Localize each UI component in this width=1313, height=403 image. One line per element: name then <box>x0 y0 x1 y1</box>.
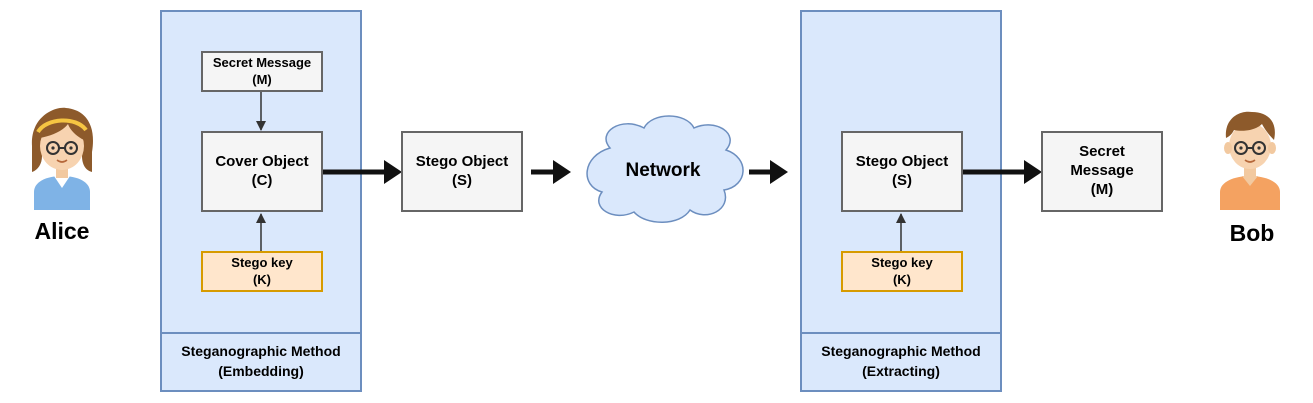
extracting-panel-divider <box>802 332 1000 334</box>
secret-message-output-line2: Message <box>1070 162 1134 180</box>
embedding-method-label: Steganographic Method (Embedding) <box>162 334 360 390</box>
secret-message-box: Secret Message (M) <box>201 51 323 92</box>
cover-object-symbol: (C) <box>251 171 273 189</box>
stego-key-extract-symbol: (K) <box>892 271 912 287</box>
secret-message-output-line1: Secret <box>1079 143 1125 161</box>
extract-to-secret-arrow <box>962 160 1042 184</box>
cover-to-stego-arrow <box>322 160 402 184</box>
girl-with-glasses-avatar-icon <box>31 107 93 210</box>
extracting-method-subtitle: (Extracting) <box>862 363 940 379</box>
stego-object-transmitted-box: Stego Object (S) <box>401 131 523 212</box>
cover-object-box: Cover Object (C) <box>201 131 323 212</box>
stego-key-embed-box: Stego key (K) <box>201 251 323 292</box>
extracting-method-title: Steganographic Method <box>821 343 981 360</box>
stego-object-transmitted-title: Stego Object <box>415 152 509 170</box>
boy-with-glasses-avatar-icon <box>1220 111 1280 210</box>
network-to-extract-arrow <box>749 160 788 184</box>
embedding-method-subtitle: (Embedding) <box>218 363 304 379</box>
stego-key-extract-box: Stego key (K) <box>841 251 963 292</box>
stego-object-extract-box: Stego Object (S) <box>841 131 963 212</box>
secret-message-symbol: (M) <box>252 71 272 87</box>
stego-key-embed-symbol: (K) <box>252 271 272 287</box>
network-cloud-shape <box>586 115 744 223</box>
secret-message-output-box: Secret Message (M) <box>1041 131 1163 212</box>
secret-message-title: Secret Message <box>212 55 312 71</box>
embedding-panel-divider <box>162 332 360 334</box>
stego-key-extract-title: Stego key <box>871 255 933 271</box>
embedding-method-title: Steganographic Method <box>181 343 341 360</box>
extracting-method-label: Steganographic Method (Extracting) <box>802 334 1000 390</box>
cover-object-title: Cover Object <box>215 152 309 170</box>
stego-object-extract-title: Stego Object <box>855 152 949 170</box>
secret-message-output-symbol: (M) <box>1090 180 1114 198</box>
receiver-name: Bob <box>1229 220 1275 246</box>
sender-name: Alice <box>34 218 90 244</box>
stego-to-network-arrow <box>531 160 571 184</box>
network-label: Network <box>625 160 701 181</box>
extracting-method-panel: Steganographic Method (Extracting) <box>800 10 1002 392</box>
stego-key-embed-title: Stego key <box>231 255 293 271</box>
stego-object-transmitted-symbol: (S) <box>452 171 472 189</box>
stego-object-extract-symbol: (S) <box>892 171 912 189</box>
